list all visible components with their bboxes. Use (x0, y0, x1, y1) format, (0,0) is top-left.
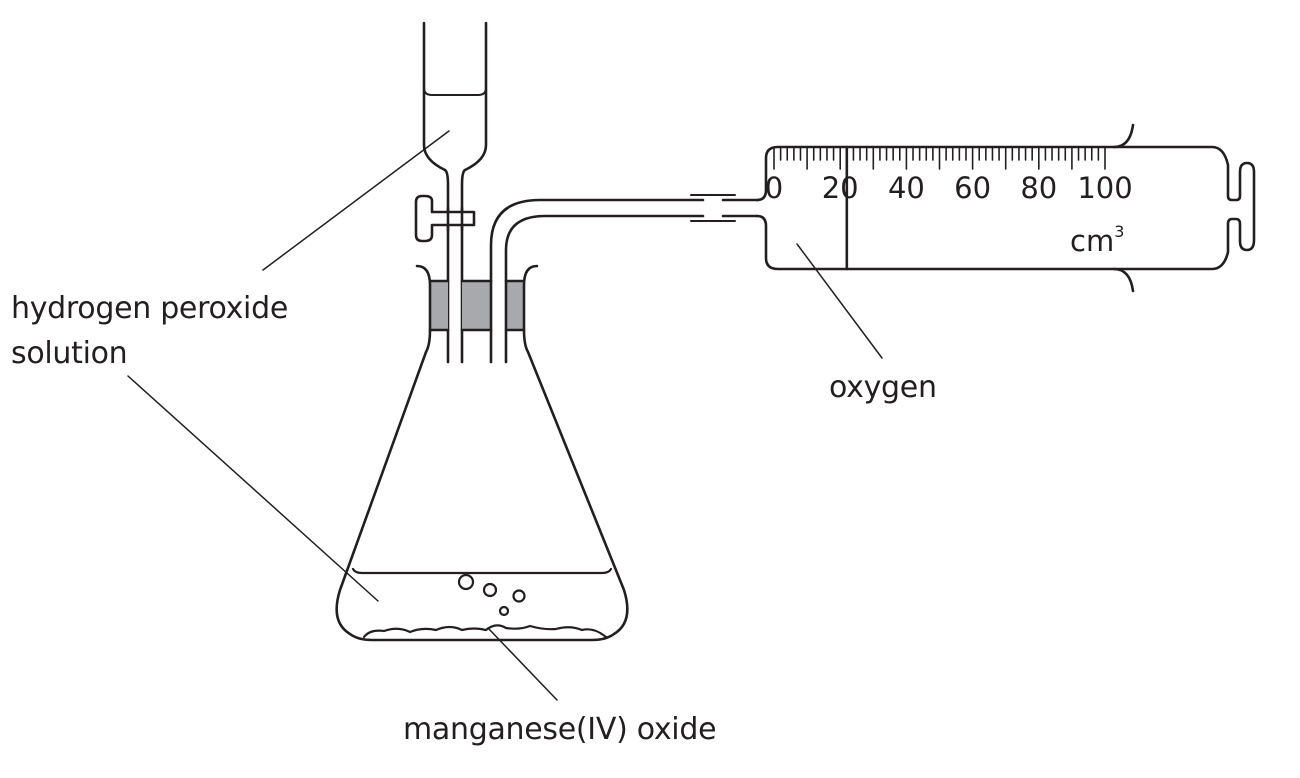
delivery-tube-inner (504, 214, 705, 364)
label-hydrogen-peroxide-line1: hydrogen peroxide (11, 291, 288, 326)
funnel-liquid-surface (423, 87, 487, 96)
bubble (498, 605, 510, 617)
flask-outline (335, 264, 629, 642)
delivery-tube-outer (489, 198, 705, 364)
label-oxygen: oxygen (829, 370, 937, 405)
tap-handle (414, 194, 476, 243)
funnel-left-wall (422, 21, 450, 364)
leader-hydrogen-peroxide-flask (127, 375, 379, 602)
delivery-tube (489, 194, 759, 364)
scale-label: 0 (765, 171, 783, 205)
conical-flask (335, 264, 629, 642)
syringe-unit-base: cm (1070, 224, 1114, 258)
scale-label: 80 (1020, 171, 1057, 205)
manganese-oxide-solid (362, 624, 608, 639)
funnel-right-wall (460, 21, 488, 364)
bubble (512, 589, 526, 603)
syringe-lower-grip (1112, 267, 1135, 293)
bubble (482, 582, 498, 598)
syringe-barrel (755, 145, 1256, 271)
rubber-bung (428, 279, 526, 332)
dropping-funnel (422, 21, 488, 364)
bubble (457, 573, 475, 591)
scale-label: 40 (888, 171, 925, 205)
leader-lines (127, 130, 883, 701)
syringe-unit: cm3 (1070, 222, 1124, 258)
label-hydrogen-peroxide-line2: solution (11, 336, 128, 371)
scale-label: 100 (1077, 171, 1132, 205)
gas-syringe (755, 123, 1256, 293)
flask-liquid-surface (351, 567, 613, 575)
funnel-tap (414, 194, 476, 243)
label-manganese-oxide: manganese(IV) oxide (403, 712, 717, 747)
syringe-scale-labels: 0 20 40 60 80 100 (765, 171, 1133, 205)
leader-hydrogen-peroxide-funnel (262, 130, 450, 271)
leader-manganese-oxide (487, 627, 558, 701)
leader-oxygen (796, 243, 883, 359)
scale-label: 20 (822, 171, 859, 205)
syringe-scale-ticks (773, 146, 1106, 170)
syringe-upper-grip (1112, 123, 1135, 149)
syringe-unit-superscript: 3 (1114, 222, 1124, 241)
scale-label: 60 (954, 171, 991, 205)
